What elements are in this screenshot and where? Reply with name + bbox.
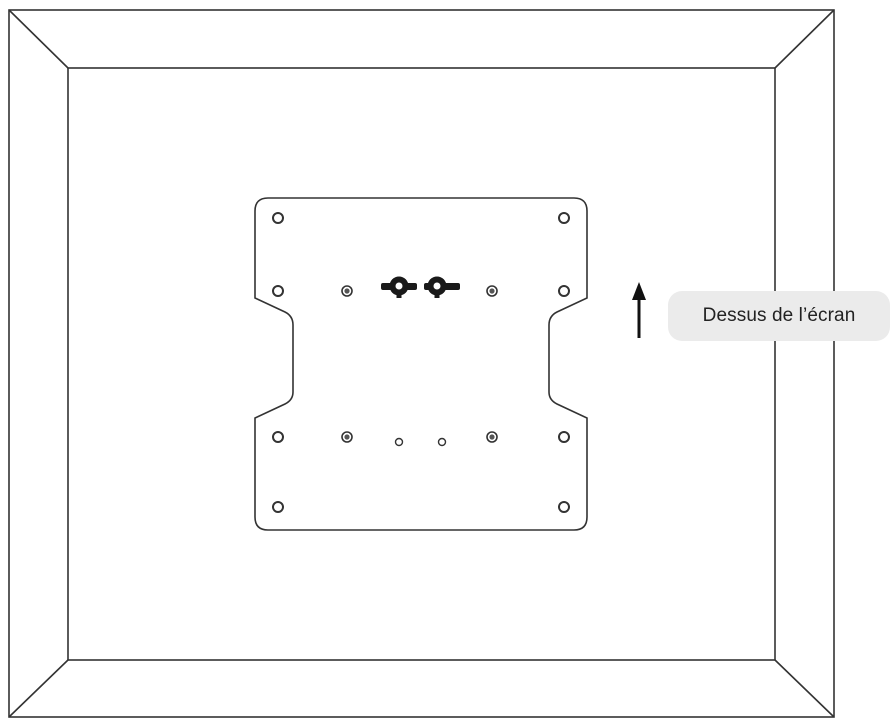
frame-bevel-top-right [774, 9, 835, 69]
screws [341, 285, 498, 443]
wing-knob-icon [424, 276, 460, 298]
mounting-hole-icon [272, 285, 284, 297]
monitor-inner-panel [67, 67, 776, 661]
wing-knobs [381, 276, 460, 298]
mounting-holes [272, 212, 570, 513]
wing-knob-icon [381, 276, 417, 298]
mounting-hole-icon [272, 431, 284, 443]
small-hole-icon [437, 437, 447, 447]
monitor-frame [8, 9, 835, 718]
screw-icon [486, 285, 498, 297]
frame-bevel-bottom-left [8, 659, 69, 718]
screw-icon [341, 431, 353, 443]
small-hole-icon [394, 437, 404, 447]
mounting-hole-icon [558, 212, 570, 224]
frame-bevel-top-left [8, 9, 69, 69]
mounting-hole-icon [558, 431, 570, 443]
monitor-outer-edge [8, 9, 835, 718]
screw-icon [486, 431, 498, 443]
small-holes [394, 437, 447, 447]
frame-bevel-bottom-right [774, 659, 835, 718]
mounting-hole-icon [272, 212, 284, 224]
mounting-hole-icon [272, 501, 284, 513]
screw-icon [341, 285, 353, 297]
up-arrow-icon [632, 282, 646, 338]
screen-top-label: Dessus de l’écran [668, 291, 890, 341]
mounting-hole-icon [558, 285, 570, 297]
vesa-mounting-plate [254, 197, 588, 531]
mounting-hole-icon [558, 501, 570, 513]
